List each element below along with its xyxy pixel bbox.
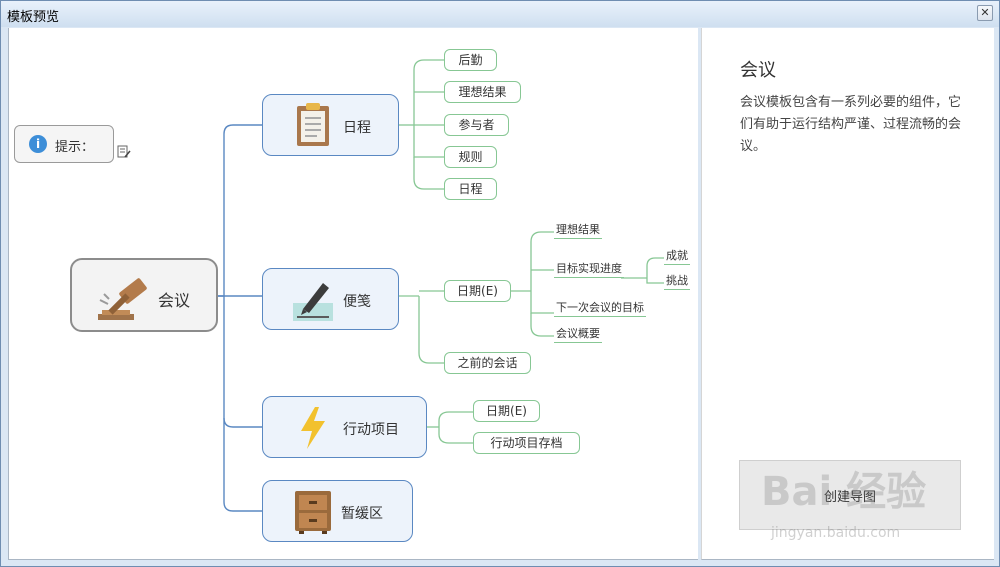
clipboard-icon (297, 103, 329, 146)
topic-notes[interactable]: 便笺 (262, 268, 399, 330)
subtopic-agenda[interactable]: 日程 (444, 178, 497, 200)
leaf-achievement[interactable]: 成就 (664, 249, 690, 265)
topic-notes-label: 便笺 (343, 294, 371, 310)
topic-action-items[interactable]: 行动项目 (262, 396, 427, 458)
close-button[interactable]: ✕ (977, 5, 993, 21)
topic-parking-lot-label: 暂缓区 (341, 506, 383, 522)
template-description: 会议模板包含有一系列必要的组件，它们有助于运行结构严谨、过程流畅的会议。 (740, 95, 962, 154)
topic-parking-lot[interactable]: 暂缓区 (262, 480, 413, 542)
lightning-icon (301, 407, 325, 449)
subtopic-ideal-result[interactable]: 理想结果 (444, 81, 521, 103)
info-icon: i (29, 135, 47, 153)
subtopic-action-archive[interactable]: 行动项目存档 (473, 432, 580, 454)
leaf-challenge[interactable]: 挑战 (664, 274, 690, 290)
note-icon[interactable] (117, 145, 131, 159)
gavel-icon (98, 278, 147, 320)
tip-node[interactable]: i 提示： (14, 125, 114, 163)
tip-label: 提示： (55, 140, 95, 155)
mindmap-canvas: i 提示： 会议 (8, 28, 698, 560)
subtopic-action-date[interactable]: 日期(E) (473, 400, 540, 422)
subtopic-logistics[interactable]: 后勤 (444, 49, 497, 71)
topic-schedule[interactable]: 日程 (262, 94, 399, 156)
subtopic-previous-session[interactable]: 之前的会话 (444, 352, 531, 374)
drawer-cabinet-icon (295, 491, 331, 534)
create-map-button[interactable]: 创建导图 (739, 460, 961, 530)
connector-lines (218, 59, 664, 512)
window-title: 模板预览 (7, 10, 60, 25)
subtopic-rules[interactable]: 规则 (444, 146, 497, 168)
template-name: 会议 (740, 60, 776, 81)
leaf-goal-progress[interactable]: 目标实现进度 (554, 262, 624, 278)
central-topic-label: 会议 (158, 291, 191, 310)
leaf-meeting-summary[interactable]: 会议概要 (554, 327, 602, 343)
leaf-ideal-result[interactable]: 理想结果 (554, 223, 602, 239)
central-topic[interactable]: 会议 (70, 258, 218, 332)
description-panel: 会议 会议模板包含有一系列必要的组件，它们有助于运行结构严谨、过程流畅的会议。 … (701, 28, 994, 560)
leaf-next-meeting-goal[interactable]: 下一次会议的目标 (554, 301, 646, 317)
subtopic-date[interactable]: 日期(E) (444, 280, 511, 302)
topic-schedule-label: 日程 (343, 120, 371, 136)
subtopic-participants[interactable]: 参与者 (444, 114, 509, 136)
pen-note-icon (293, 283, 333, 321)
topic-action-items-label: 行动项目 (343, 422, 399, 438)
title-bar: 模板预览 ✕ (1, 1, 999, 27)
